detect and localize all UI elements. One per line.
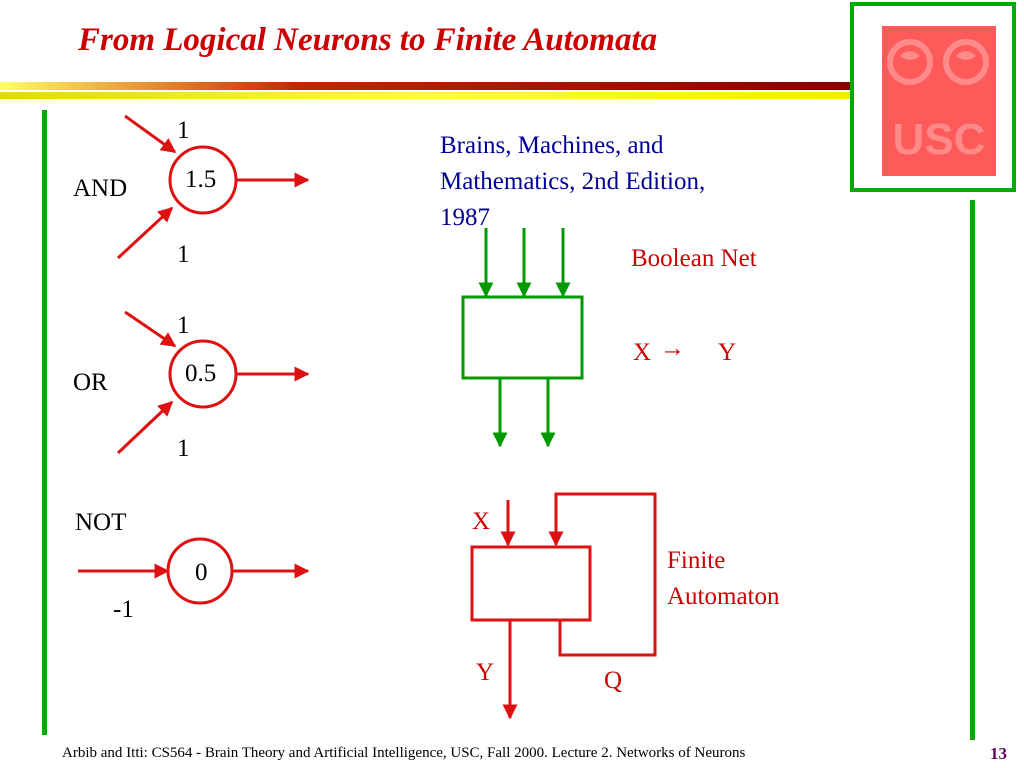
usc-logo-frame: USC [850, 2, 1016, 192]
finite-automaton [470, 492, 657, 720]
and-weight-bottom: 1 [177, 241, 190, 268]
reference-line-1: Brains, Machines, and [440, 132, 664, 159]
usc-logo-graphic: USC [887, 39, 989, 164]
automaton-output-label: Y [476, 659, 495, 686]
and-input-bottom-arrow [116, 206, 174, 260]
and-threshold: 1.5 [185, 166, 217, 193]
boolean-net-label: Boolean Net [631, 245, 757, 272]
automaton-feedback-arrow [548, 492, 657, 657]
boolean-net-mapping-arrow: → [660, 335, 685, 362]
and-label: AND [73, 175, 128, 202]
and-weight-top: 1 [177, 117, 190, 144]
or-label: OR [73, 369, 108, 396]
usc-logo-text: USC [893, 115, 986, 164]
and-input-top-arrow [124, 114, 177, 154]
automaton-box [470, 545, 592, 622]
not-label: NOT [75, 509, 127, 536]
automaton-state-label: Q [604, 667, 623, 694]
or-weight-bottom: 1 [177, 435, 190, 462]
or-neuron [116, 310, 310, 455]
page-number: 13 [990, 744, 1007, 763]
not-weight: -1 [113, 596, 134, 623]
and-neuron [116, 114, 310, 260]
automaton-label-line-2: Automaton [667, 583, 780, 610]
reference-line-3: 1987 [440, 204, 490, 231]
or-threshold: 0.5 [185, 360, 217, 387]
slide-title: From Logical Neurons to Finite Automata [78, 22, 658, 58]
slide-footer: Arbib and Itti: CS564 - Brain Theory and… [62, 745, 746, 761]
title-rule-dark-red [0, 82, 850, 90]
or-weight-top: 1 [177, 312, 190, 339]
automaton-label-line-1: Finite [667, 547, 726, 574]
or-input-top-arrow [124, 310, 177, 348]
boolean-net-box [461, 295, 584, 380]
usc-logo: USC [882, 26, 996, 176]
not-neuron [78, 537, 310, 605]
boolean-net-y: Y [718, 339, 737, 366]
right-green-border [970, 200, 975, 740]
automaton-input-label: X [472, 508, 491, 535]
reference-line-2: Mathematics, 2nd Edition, [440, 168, 706, 195]
boolean-net [461, 228, 584, 448]
boolean-net-x: X [633, 339, 652, 366]
not-threshold: 0 [195, 559, 208, 586]
or-input-bottom-arrow [116, 400, 174, 455]
title-rule-yellow [0, 92, 850, 99]
left-green-border [42, 110, 47, 735]
